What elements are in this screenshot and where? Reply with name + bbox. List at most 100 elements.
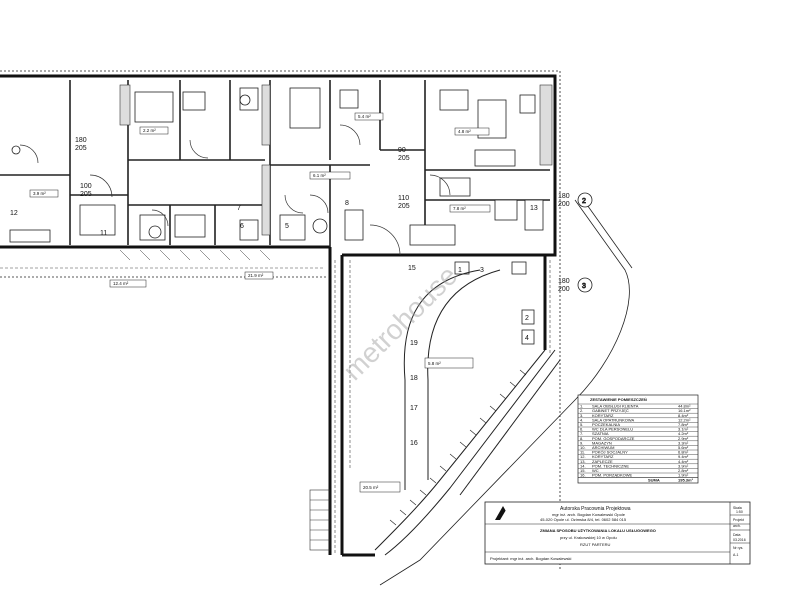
room-label: 7 [237,205,241,212]
diagonal-wall-hatch [389,369,527,526]
designer: Projektant: mgr inż. arch. Bogdan Kowale… [490,556,571,561]
room-tag-box [109,279,147,288]
room-label: 18 [410,375,418,382]
room-schedule-area: 2.9m² [678,436,689,441]
room-tag-box [244,271,274,280]
room-schedule-area: 4.2m² [678,431,689,436]
room-label: 3 [480,267,484,274]
title-block: Autorska Pracownia Projektowa mgr inż. a… [484,501,751,565]
room-schedule-name: MAGAZYN [592,440,612,445]
room-schedule-number: 9. [580,440,583,445]
room-schedule-number: 7. [580,431,583,436]
room-label: 100 [80,183,92,190]
room-schedule-title: ZESTAWIENIE POMIESZCZEŃ [590,397,647,402]
room-schedule-number: 13. [580,459,586,464]
room-schedule-name: POM. PORZĄDKOWE [592,473,633,478]
room-label: 180 [75,137,87,144]
room-tag: 20.5 m² [363,485,379,490]
room-schedule-name: GABINET PRZYJĘĆ [592,408,629,413]
room-label: 16 [410,440,418,447]
door-swings [19,124,451,256]
room-schedule-number: 8. [580,436,583,441]
room-label: 1 [458,267,462,274]
room-schedule-name: KORYTARZ [592,454,614,459]
room-schedule-area: 3.9m² [678,463,689,468]
room-label: 205 [80,191,92,198]
axis-marker-label: 2 [582,198,586,205]
room-schedule-number: 14. [580,463,586,468]
room-tag: 4.8 m² [458,129,471,134]
room-label: 4 [525,335,529,342]
room-schedule-sum-value: 195.3m² [678,478,694,483]
side-label: Skala [733,506,742,510]
room-schedule-area: 3.1m² [678,427,689,432]
wall-hatch [119,84,553,236]
project-name: ZMIANA SPOSOBU UŻYTKOWANIA LOKALU USŁUGO… [540,528,656,533]
dashed-lines [0,260,551,555]
room-schedule-name: ZAPLECZE [592,459,613,464]
room-schedule-name: KORYTARZ [592,413,614,418]
room-label: 15 [408,265,416,272]
side-label: Nr rys. [733,546,743,550]
room-label: 19 [410,340,418,347]
project-location: przy ul. Krakowskiej 10 w Opolu [560,535,617,540]
room-label: 205 [398,155,410,162]
fixtures [9,87,544,345]
room-tag-box [454,127,490,136]
room-schedule-number: 10. [580,445,586,450]
room-schedule-area: 6.8m² [678,450,689,455]
room-schedule-name: POCZEKALNIA [592,422,620,427]
side-value: 1:50 [736,510,743,514]
room-schedule-area: 44.8m² [678,404,691,409]
room-schedule-name: POM. TECHNICZNE [592,463,629,468]
studio-address: 45-020 Opole ul. Ozimska 8/4, tel. 0602 … [540,517,627,522]
axis-marker-label: 3 [582,283,586,290]
room-tag: 12.4 m² [113,281,129,286]
room-label: 205 [75,145,87,152]
side-label: Projekt [733,518,744,522]
studio-author: mgr inż. arch. Bogdan Kowalewski Opole [552,512,626,517]
room-label: 205 [398,203,410,210]
room-schedule-area: 12.2m² [678,417,691,422]
exterior-boundary [379,194,633,586]
room-tag-box [354,112,384,121]
room-schedule-area: 4.4m² [678,459,689,464]
room-tag: 5.8 m² [428,361,441,366]
room-schedule-area: 8.4m² [678,413,689,418]
room-label: 6 [240,223,244,230]
room-schedule-number: 4. [580,417,583,422]
axis-marker-circle [577,277,593,293]
room-label: 110 [398,195,409,202]
room-schedule-name: SALA OBSŁUGI KLIENTA [592,404,639,409]
room-schedule-number: 16. [580,473,586,478]
room-label: 200 [558,201,570,208]
room-label: 180 [558,278,570,285]
room-label: 5 [285,223,289,230]
sanitary-circles [11,94,328,239]
room-schedule-number: 12. [580,454,586,459]
room-tag: 7.8 m² [453,206,466,211]
room-tag: 2.2 m² [143,128,156,133]
studio-name: Autorska Pracownia Projektowa [560,506,631,512]
room-schedule-sum-label: SUMA [648,478,660,483]
room-tag: 3.9 m² [33,191,46,196]
curved-counter [374,269,561,556]
room-tag-box [424,357,474,369]
room-schedule-number: 2. [580,408,583,413]
room-label: 2 [525,315,529,322]
room-schedule-number: 3. [580,413,583,418]
room-schedule-number: 11. [580,450,585,455]
room-tag-box [29,189,59,198]
room-tag-box [309,171,351,180]
room-schedule-area: 1.9m² [678,473,689,478]
side-value: 03.2016 [733,538,746,542]
stair-block [309,489,331,551]
room-tag-box [359,481,401,493]
room-tags: 2.2 m² 5.4 m² 4.8 m² 3.9 m² 6.1 m² 7.8 m… [29,112,491,493]
room-tag-box [139,126,169,135]
room-schedule-area: 5.6m² [678,445,689,450]
room-schedule-name: POM. GOSPODARCZE [592,436,635,441]
room-schedule: ZESTAWIENIE POMIESZCZEŃ 1.SALA OBSŁUGI K… [577,394,699,484]
room-label: 8 [345,200,349,207]
